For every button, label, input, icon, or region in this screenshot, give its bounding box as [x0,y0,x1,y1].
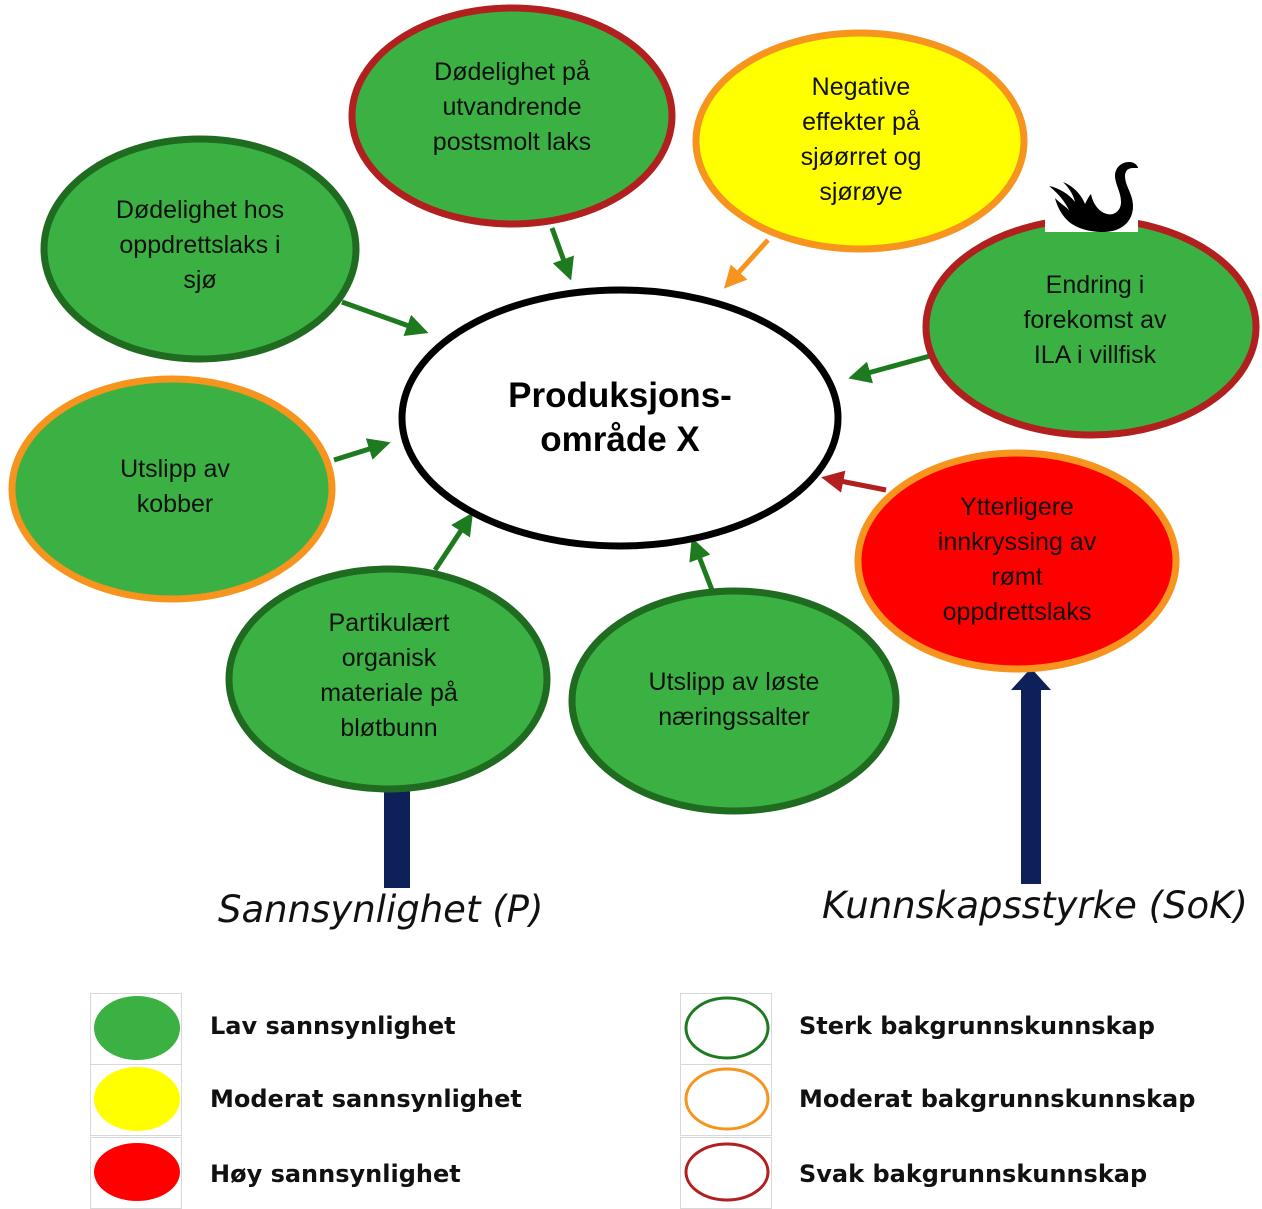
node-text-line: Ytterligere [960,493,1074,521]
node-text-line: kobber [136,490,214,518]
node-text-line: Utslipp av [120,455,230,483]
node-dodelighet-postsmolt-shape [348,4,676,228]
center-node [398,286,842,550]
node-utslipp-kobber-shape [8,375,336,603]
legend-label-strong: Sterk bakgrunnskunnskap [799,1012,1155,1040]
probability-big-arrow [370,752,424,888]
node-text-line: Dødelighet på [434,58,590,86]
node-dodelighet-oppdrettslaks: Dødelighet hos oppdrettslaks i sjø [64,193,336,313]
arrow-partikulaert [432,512,473,572]
black-swan-icon [1045,160,1138,232]
arrow-utslipp-kobber [333,438,391,463]
legend-label-moderate: Moderat sannsynlighet [210,1085,522,1113]
node-text-line: rømt [991,563,1043,591]
legend-swatch-strong [684,996,770,1060]
legend-label-low: Lav sannsynlighet [210,1012,456,1040]
node-text-line: innkryssing av [937,528,1097,556]
node-partikulaert-shape [225,565,551,793]
node-text-line: organisk [341,644,437,672]
node-text-line: næringssalter [658,703,810,731]
node-text-line: utvandrende [442,93,582,121]
arrow-dodelighet-postsmolt [549,227,574,281]
arrow-innkryssing [821,470,887,493]
center-label-line2: område X [540,420,700,459]
knowledge-axis-label: Kunnskapsstyrke (SoK) [822,884,1248,927]
node-text-line: effekter på [802,108,920,136]
arrow-endring-ila [848,353,931,384]
node-text-line: forekomst av [1023,306,1167,334]
arrow-negative-effekter [723,238,770,289]
node-text-line: sjø [183,266,217,294]
legend-swatch-low [94,996,180,1060]
node-text-line: bløtbunn [340,714,438,742]
node-naeringssalter: Utslipp av løste næringssalter [594,665,874,745]
node-text-line: sjøørret og [800,143,922,171]
node-text-line: Utslipp av løste [648,668,820,696]
node-text-line: Partikulært [328,609,450,637]
node-negative-effekter: Negative effekter på sjøørret og sjørøye [716,70,1006,220]
knowledge-big-arrow [1011,668,1051,884]
legend-label-high: Høy sannsynlighet [210,1160,461,1188]
node-negative-effekter-shape [692,29,1028,253]
legend-swatch-moderate [94,1067,180,1131]
node-utslipp-kobber: Utslipp av kobber [40,452,310,532]
node-dodelighet-oppdrettslaks-shape [40,135,360,363]
node-text-line: ILA i villfisk [1033,341,1157,369]
node-innkryssing-shape [854,449,1180,673]
node-text-line: Endring i [1045,271,1145,299]
arrow-dodelighet-oppdrettslaks [341,299,429,337]
node-naeringssalter-shape [568,587,900,815]
legend-swatch-moderate-knowledge [684,1067,770,1131]
arrow-naeringssalter [689,537,715,591]
node-text-line: Dødelighet hos [115,196,285,224]
node-text-line: materiale på [320,679,458,707]
legend-label-moderate-knowledge: Moderat bakgrunnskunnskap [799,1085,1196,1113]
node-innkryssing: Ytterligere innkryssing av rømt oppdrett… [877,490,1157,640]
node-endring-ila: Endring i forekomst av ILA i villfisk [955,268,1235,388]
node-dodelighet-postsmolt: Dødelighet på utvandrende postsmolt laks [372,55,652,175]
node-text-line: oppdrettslaks [942,598,1092,626]
node-text-line: oppdrettslaks i [119,231,281,259]
legend-label-weak: Svak bakgrunnskunnskap [799,1160,1148,1188]
probability-axis-label: Sannsynlighet (P) [218,888,544,931]
node-text-line: Negative [811,73,911,101]
node-text-line: sjørøye [819,178,903,206]
node-text-line: postsmolt laks [432,128,592,156]
legend-swatch-high [94,1143,180,1201]
center-label: Produksjons- område X [420,330,820,506]
legend-swatch-weak [684,1142,770,1202]
node-partikulaert: Partikulært organisk materiale på bløtbu… [250,606,528,756]
center-label-line1: Produksjons- [508,376,732,415]
